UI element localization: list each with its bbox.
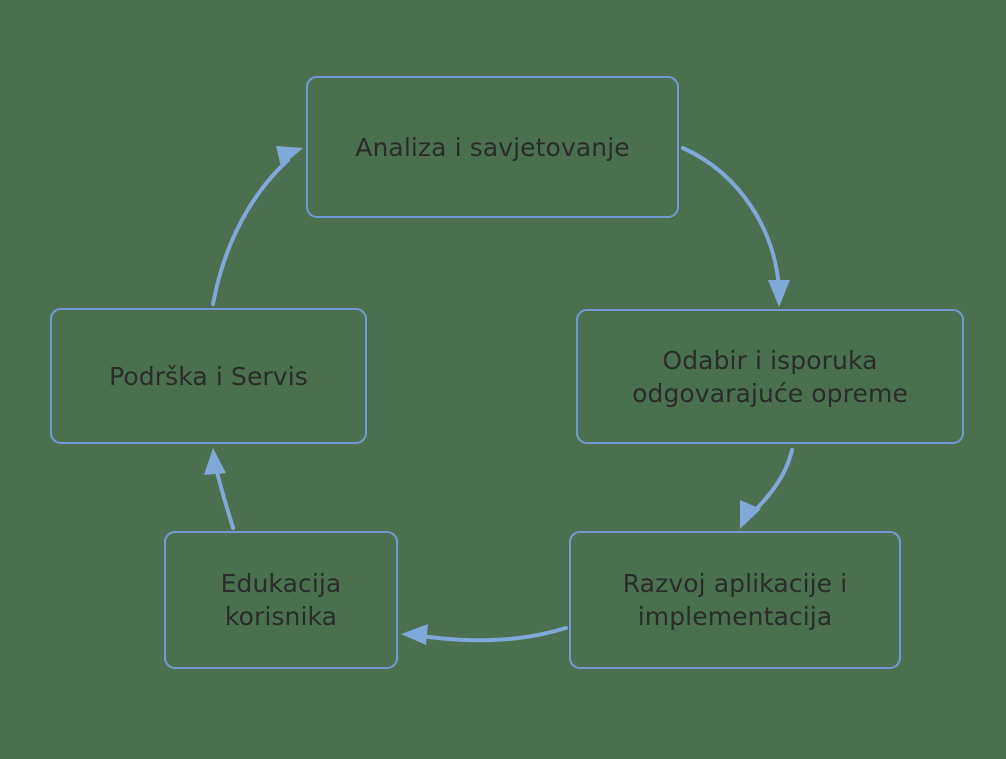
node-analiza-i-savjetovanje[interactable]: Analiza i savjetovanje <box>306 76 679 218</box>
node-edukacija-korisnika[interactable]: Edukacija korisnika <box>164 531 398 669</box>
node-odabir-i-isporuka-opreme[interactable]: Odabir i isporuka odgovarajuće opreme <box>576 309 964 444</box>
edge-podrska-analiza <box>211 146 303 306</box>
arrowhead-icon <box>401 624 428 645</box>
arrowhead-icon <box>204 448 226 475</box>
arrowhead-icon <box>276 146 303 167</box>
edge-edukacija-podrska <box>204 448 235 530</box>
node-podrska-i-servis[interactable]: Podrška i Servis <box>50 308 367 444</box>
node-razvoj-aplikacije-i-implementacija[interactable]: Razvoj aplikacije i implementacija <box>569 531 901 669</box>
arrowhead-icon <box>768 280 790 307</box>
edge-odabir-razvoj <box>740 448 794 529</box>
edge-analiza-odabir <box>681 146 790 307</box>
edge-razvoj-edukacija <box>401 624 568 645</box>
arrowhead-icon <box>740 500 761 529</box>
